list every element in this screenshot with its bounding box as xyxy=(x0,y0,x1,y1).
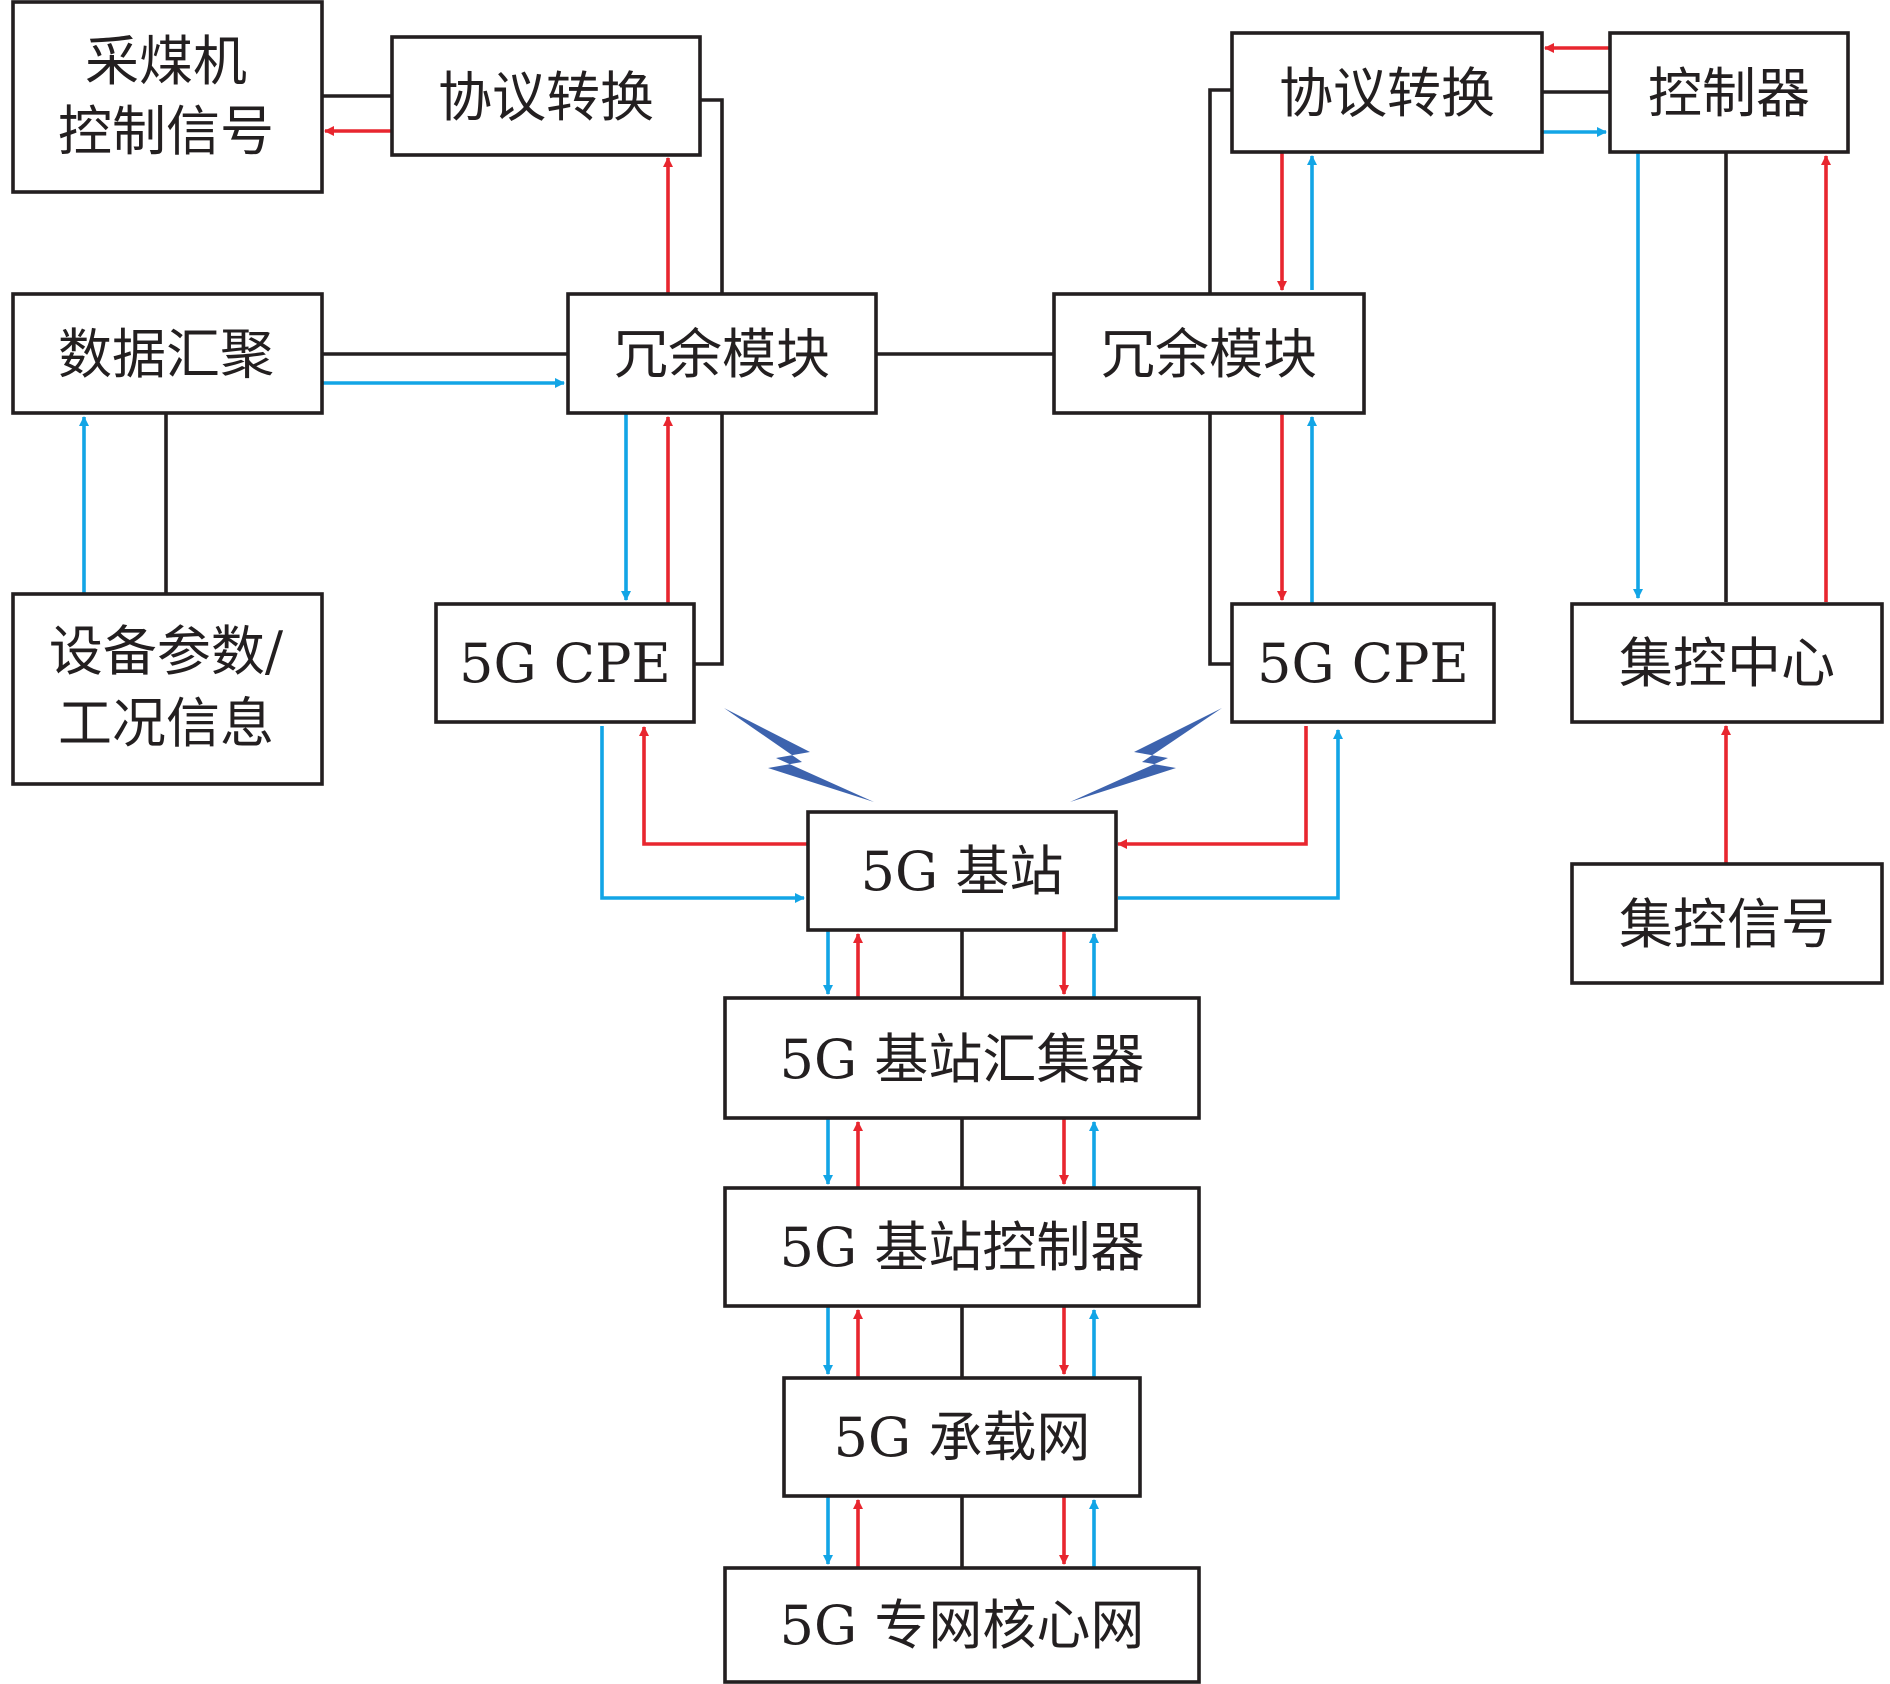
box-label: 数据汇聚 xyxy=(58,323,274,386)
wireless-bolt-icon xyxy=(724,708,874,802)
arrow-red xyxy=(639,726,808,846)
box-label: 冗余模块 xyxy=(1101,323,1317,386)
control-center-box: 集控中心 xyxy=(1570,602,1884,724)
black-connectors xyxy=(164,88,1728,1568)
protocol-convert-left-box: 协议转换 xyxy=(390,35,702,157)
arrow-red xyxy=(1117,726,1308,849)
redundancy-right-box: 冗余模块 xyxy=(1052,292,1366,415)
cpe-left-box: 5G CPE xyxy=(434,602,696,724)
box-label: 5G 承载网 xyxy=(834,1406,1091,1469)
box-label: 控制器 xyxy=(1648,62,1810,125)
cpe-right-box: 5G CPE xyxy=(1230,602,1496,724)
bs-controller-box: 5G 基站控制器 xyxy=(723,1186,1201,1308)
box-label: 协议转换 xyxy=(438,66,654,129)
box-label: 集控信号 xyxy=(1619,893,1835,956)
private-core-box: 5G 专网核心网 xyxy=(723,1566,1201,1684)
box-label: 设备参数/ xyxy=(49,620,284,683)
box-label: 冗余模块 xyxy=(614,323,830,386)
box-label: 5G CPE xyxy=(1257,632,1469,695)
box-label: 工况信息 xyxy=(58,692,274,755)
box-label: 5G 基站汇集器 xyxy=(780,1028,1145,1091)
arrow-blue xyxy=(1118,729,1343,900)
device-params-box: 设备参数/ 工况信息 xyxy=(11,592,324,786)
protocol-convert-right-box: 协议转换 xyxy=(1230,31,1544,154)
redundancy-left-box: 冗余模块 xyxy=(566,292,878,415)
box-label: 5G 基站 xyxy=(861,840,1064,903)
box-label: 采煤机 xyxy=(85,30,247,93)
bs-aggregator-box: 5G 基站汇集器 xyxy=(723,996,1201,1120)
box-label: 协议转换 xyxy=(1279,62,1495,125)
data-aggregation-box: 数据汇聚 xyxy=(11,292,324,415)
red-arrows xyxy=(324,43,1831,1568)
box-label: 5G CPE xyxy=(459,632,671,695)
box-label: 控制信号 xyxy=(58,100,274,163)
control-signal-box: 集控信号 xyxy=(1570,862,1884,985)
bearer-network-box: 5G 承载网 xyxy=(782,1376,1142,1498)
controller-box: 控制器 xyxy=(1608,31,1850,154)
arrow-blue xyxy=(600,726,805,903)
shearer-control-signal-box: 采煤机 控制信号 xyxy=(11,0,324,194)
box-label: 5G 基站控制器 xyxy=(780,1216,1145,1279)
base-station-box: 5G 基站 xyxy=(806,810,1118,932)
box-label: 5G 专网核心网 xyxy=(780,1594,1145,1657)
blue-arrows xyxy=(79,127,1643,1568)
wireless-bolt-icon xyxy=(1070,708,1222,802)
box-label: 集控中心 xyxy=(1619,632,1835,695)
